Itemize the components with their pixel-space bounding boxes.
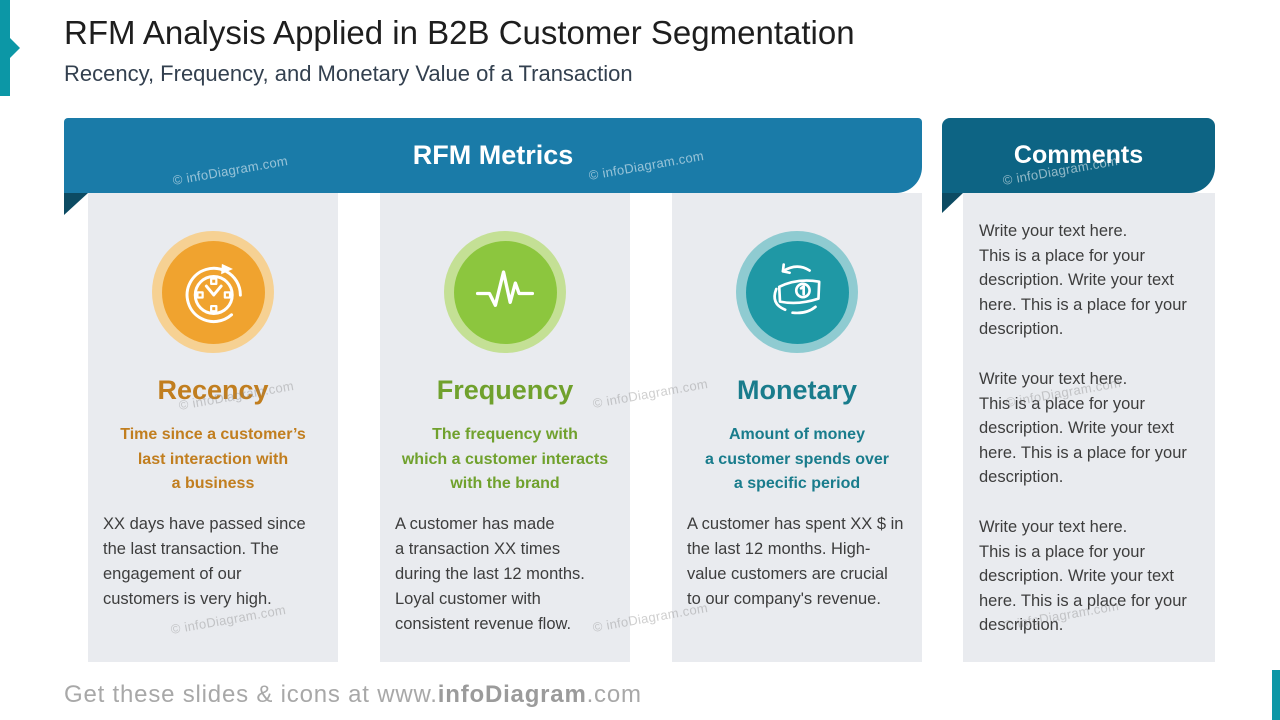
page-subtitle: Recency, Frequency, and Monetary Value o… [64,61,633,86]
left-accent-bar [0,0,10,96]
comment-paragraph: Write your text here. This is a place fo… [979,369,1187,487]
metric-heading: Frequency [436,375,574,405]
comment-paragraph: Write your text here. This is a place fo… [979,517,1187,635]
metric-column-monetary: Monetary Amount of money a customer spen… [672,193,922,662]
comments-header-title: Comments [1013,141,1144,169]
left-accent-arrow-icon [10,38,20,58]
bottom-right-accent-bar [1272,670,1280,720]
footer-brand: infoDiagram [437,681,587,708]
metric-description: A customer has spent XX $ in the last 12… [687,514,904,608]
metric-description: XX days have passed since the last trans… [103,514,306,608]
ribbon-fold-icon [64,193,88,215]
metric-icon-badge [736,231,858,353]
metrics-header-title: RFM Metrics [412,140,574,170]
comments-header-bar: Comments [942,118,1215,193]
metric-tagline: Time since a customer’s last interaction… [120,426,306,492]
metric-description: A customer has made a transaction XX tim… [395,514,585,633]
page-title: RFM Analysis Applied in B2B Customer Seg… [64,14,855,51]
metrics-header-bar: RFM Metrics [64,118,922,193]
footer-note: Get these slides & icons at www.infoDiag… [64,681,642,709]
metric-tagline: Amount of money a customer spends over a… [704,426,890,492]
metric-heading: Recency [157,375,269,405]
pulse-icon [475,270,535,307]
comment-paragraph: Write your text here. This is a place fo… [979,222,1187,339]
metric-heading: Monetary [736,375,858,405]
metric-icon-circle [161,240,265,344]
comments-panel: Write your text here. This is a place fo… [963,193,1215,662]
metric-tagline: The frequency with which a customer inte… [401,426,609,492]
metric-column-frequency: Frequency The frequency with which a cus… [380,193,630,662]
ribbon-fold-icon [942,193,963,213]
metric-icon-badge [444,231,566,353]
footer-prefix: Get these slides & icons at www. [64,681,438,708]
footer-suffix: .com [586,681,642,708]
metric-column-recency: Recency Time since a customer’s last int… [88,193,338,662]
money-circulation-icon [773,263,821,315]
metric-icon-badge [152,231,274,353]
metric-icon-circle [745,240,849,344]
clock-history-icon [185,263,242,324]
metric-icon-circle [453,240,557,344]
